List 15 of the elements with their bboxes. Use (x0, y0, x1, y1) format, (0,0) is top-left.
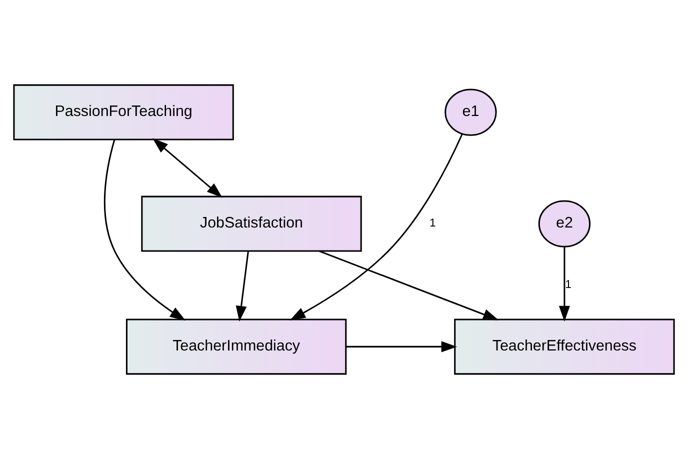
arrow (290, 133, 463, 320)
arrow (558, 246, 570, 322)
node-box: TeacherEffectiveness (454, 318, 675, 374)
node-box: JobSatisfaction (141, 195, 362, 252)
edge-label: 1 (565, 278, 572, 291)
arrow (236, 250, 249, 322)
arrow (152, 138, 222, 198)
edge-label: 1 (430, 217, 436, 230)
node-ellipse: e1 (444, 88, 497, 136)
node-box: TeacherImmediacy (126, 318, 347, 374)
arrow (319, 250, 499, 320)
node-ellipse: e2 (538, 200, 591, 247)
arrow (346, 340, 458, 352)
node-box: PassionForTeaching (13, 84, 234, 140)
arrow (104, 139, 186, 320)
